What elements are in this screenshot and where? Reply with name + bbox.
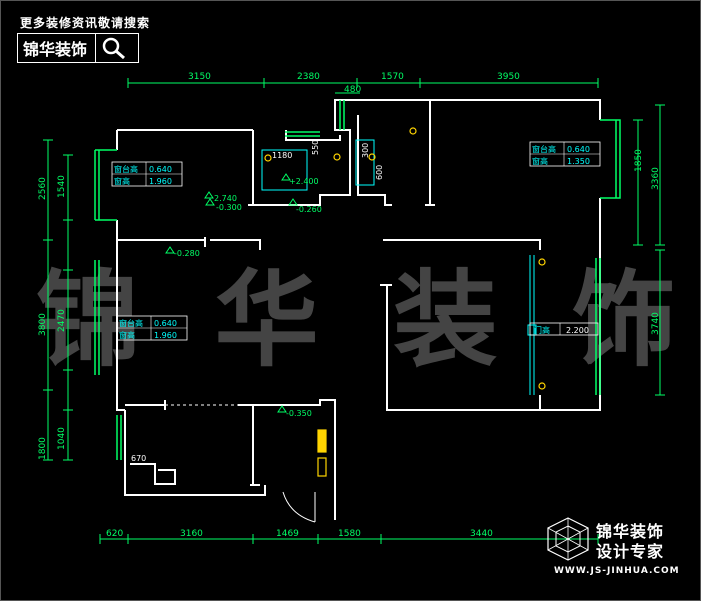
logo-box: 锦华装饰 [17, 33, 139, 63]
dim-bottom-2: 3160 [180, 529, 203, 539]
level-mark: +2.400 [289, 177, 319, 186]
openings [125, 204, 300, 406]
window-value: 1.960 [149, 177, 172, 186]
dim-bottom-4: 1580 [338, 529, 361, 539]
top-banner: 更多装修资讯敬请搜索 [20, 16, 151, 30]
misc-label: 1180 [272, 151, 292, 160]
door-box: 门高 2.200 [529, 322, 599, 336]
cube-logo-icon [547, 517, 589, 561]
dim-left-5: 1800 [38, 437, 48, 460]
dim-right-2: 3360 [651, 167, 661, 190]
misc-label: 600 [375, 165, 384, 180]
window-label: 窗高 [114, 176, 130, 186]
dim-left-3: 3800 [38, 313, 48, 336]
window-label: 窗台高 [532, 144, 556, 154]
dim-top-4: 3950 [497, 72, 520, 82]
dim-right-3: 3740 [651, 312, 661, 335]
dim-top-2: 2380 [297, 72, 320, 82]
dim-top-1: 3150 [188, 72, 211, 82]
dim-bottom-1: 620 [106, 529, 123, 539]
door-label: 门高 [534, 325, 550, 335]
window-value: 0.640 [149, 165, 172, 174]
window-value: 0.640 [567, 145, 590, 154]
level-mark: -0.300 [216, 203, 242, 212]
level-mark: 2.740 [214, 194, 237, 203]
dim-left-2: 1540 [57, 175, 67, 198]
misc-label: 300 [361, 143, 370, 158]
brand-block: 锦华装饰 设计专家 WWW.JS-JINHUA.COM [546, 516, 686, 584]
window-label: 窗台高 [119, 318, 143, 328]
walls [116, 99, 601, 520]
dim-right-1: 1850 [634, 149, 644, 172]
dim-left-6: 1040 [57, 427, 67, 450]
window-box-3: 窗台高 0.640 窗高 1.960 [116, 315, 188, 341]
dim-left-1: 2560 [38, 177, 48, 200]
search-icon [95, 34, 130, 62]
window-label: 窗台高 [114, 164, 138, 174]
window-box-2: 窗台高 0.640 窗高 1.350 [529, 141, 601, 167]
door-value: 2.200 [566, 326, 589, 335]
misc-label: 550 [311, 140, 320, 155]
yellow-fixtures [264, 127, 546, 477]
door-swing [282, 491, 316, 523]
window-value: 0.640 [154, 319, 177, 328]
level-mark: -0.280 [174, 249, 200, 258]
windows [94, 100, 621, 460]
dim-bottom-3: 1469 [276, 529, 299, 539]
window-value: 1.960 [154, 331, 177, 340]
brand-slogan: 设计专家 [596, 542, 665, 561]
dim-top-small: 480 [344, 85, 361, 95]
window-value: 1.350 [567, 157, 590, 166]
window-box-1: 窗台高 0.640 窗高 1.960 [111, 161, 183, 187]
dimension-lines [43, 78, 665, 544]
dim-left-4: 2470 [57, 309, 67, 332]
level-mark: -0.350 [286, 409, 312, 418]
misc-label: 670 [131, 454, 146, 463]
brand-name: 锦华装饰 [596, 522, 665, 541]
window-label: 窗高 [119, 330, 135, 340]
window-label: 窗高 [532, 156, 548, 166]
dim-bottom-5: 3440 [470, 529, 493, 539]
level-mark: -0.260 [296, 205, 322, 214]
dim-top-3: 1570 [381, 72, 404, 82]
brand-url: WWW.JS-JINHUA.COM [554, 566, 680, 576]
logo-text: 锦华装饰 [23, 40, 88, 59]
